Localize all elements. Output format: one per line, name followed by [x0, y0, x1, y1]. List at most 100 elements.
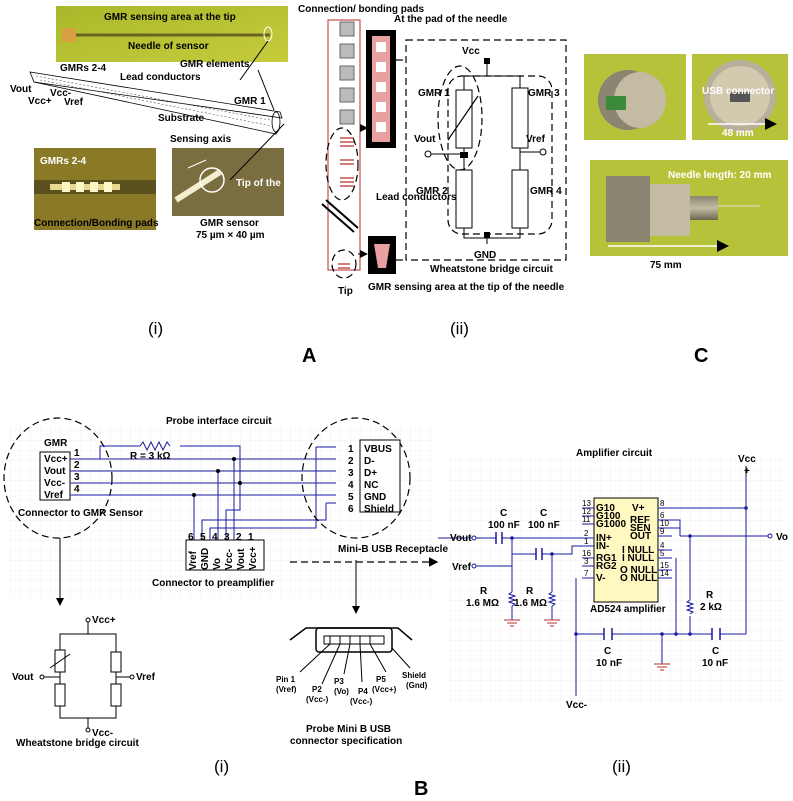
- chip-rnum-1: 6: [660, 511, 665, 520]
- preamp-pin-vccminus: Vcc-: [224, 549, 235, 570]
- amp-vref: Vref: [452, 562, 472, 573]
- gmr4-resistor: [511, 169, 529, 229]
- usb-pin-vbus: VBUS: [364, 444, 392, 455]
- usb-spec-sig4: (Vcc-): [350, 697, 373, 706]
- gmr-pin-1: Vcc+: [44, 454, 68, 465]
- chip-lnum-2: 11: [582, 515, 591, 524]
- preamp-num-5: 5: [200, 532, 206, 543]
- usb-spec-sig3: (Vo): [334, 687, 349, 696]
- small-bridge-vccminus: Vcc-: [92, 728, 113, 739]
- usb-spec: Pin 1 (Vref) P2 (Vcc-) P3 (Vo) P4 (Vcc-)…: [276, 627, 428, 747]
- sensing-area-label: GMR sensing area at the tip of the needl…: [368, 282, 565, 293]
- amp-vo: Vo: [776, 532, 788, 543]
- preamp-pin-vo: Vo: [212, 558, 223, 570]
- chip-rnum-0: 8: [660, 499, 665, 508]
- small-bridge-vccplus: Vcc+: [92, 615, 116, 626]
- chip-lnum-7: 7: [584, 569, 589, 578]
- usb-num-2: 2: [348, 456, 354, 467]
- preamp-pin-gnd: GND: [200, 548, 211, 570]
- small-bridge: Vcc+ Vout Vref Vcc- Wheatstone bridge ci…: [12, 615, 156, 749]
- chip-pin-inull2: I NULL: [622, 553, 654, 564]
- r3-value: 2 kΩ: [700, 602, 722, 613]
- at-pad-label: At the pad of the needle: [394, 14, 508, 25]
- usb-receptacle-caption: Mini-B USB Receptacle: [338, 544, 448, 555]
- needle-length-label: Needle length: 20 mm: [668, 170, 771, 181]
- preamp-num-1: 1: [248, 532, 254, 543]
- chip-label: AD524 amplifier: [590, 604, 666, 615]
- gmr-sensor-caption: GMR sensor: [200, 218, 259, 229]
- photo-caption: GMR sensing area at the tip: [104, 12, 236, 23]
- vcc-minus-label: Vcc-: [50, 88, 71, 99]
- usb-pin-nc: NC: [364, 480, 378, 491]
- small-bridge-vref: Vref: [136, 672, 156, 683]
- c1-value: 100 nF: [488, 520, 520, 531]
- photo-pads-label: Connection/Bonding pads: [34, 218, 159, 229]
- gmr2-bridge-label: GMR 2: [416, 186, 448, 197]
- gmrs-2-4-label: GMRs 2-4: [60, 63, 107, 74]
- usb-spec-pin2: P2: [312, 685, 322, 694]
- preamp-num-3: 3: [224, 532, 230, 543]
- chip-lnum-3: 2: [584, 529, 589, 538]
- usb-spec-sig5: (Vcc+): [372, 685, 397, 694]
- panel-b-i: Probe interface circuit GMR Vcc+ Vout Vc…: [3, 416, 448, 776]
- gmr4-bridge-label: GMR 4: [530, 186, 562, 197]
- gmr1-resistor: [455, 89, 473, 149]
- photo-gmrs-label: GMRs 2-4: [40, 156, 87, 167]
- chip-pin-inull1: I NULL: [622, 545, 654, 556]
- preamp-pin-vout: Vout: [236, 548, 247, 570]
- ad524-chip: [593, 497, 659, 603]
- usb-num-1: 1: [348, 444, 354, 455]
- small-bridge-vout: Vout: [12, 672, 34, 683]
- bridge-caption: Wheatstone bridge circuit: [430, 264, 553, 275]
- chip-pin-g100: G100: [596, 511, 621, 522]
- preamp-caption: Connector to preamplifier: [152, 578, 274, 589]
- usb-num-4: 4: [348, 480, 354, 491]
- sub-label-b-i: (i): [214, 757, 229, 776]
- r1-label: R: [480, 586, 488, 597]
- amp-vout: Vout: [450, 533, 472, 544]
- gmr-pin-3: Vcc-: [44, 478, 65, 489]
- wire-num-4: 4: [74, 484, 80, 495]
- panel-letter-b: B: [414, 778, 428, 800]
- chip-lnum-6: 3: [584, 557, 589, 566]
- sub-label-a-i: (i): [148, 319, 163, 338]
- chip-pin-vplus: V+: [632, 503, 645, 514]
- gmr-elements-label: GMR elements: [180, 59, 250, 70]
- chip-pin-rg1: RG1: [596, 553, 617, 564]
- panel-a-i: GMR sensing area at the tip Needle of se…: [10, 6, 316, 338]
- needle-label: Needle of sensor: [128, 41, 209, 52]
- amp-vcc: Vcc: [738, 454, 756, 465]
- vout-bridge-label: Vout: [414, 134, 436, 145]
- usb-num-5: 5: [348, 492, 354, 503]
- preamp-pin-vref: Vref: [188, 550, 199, 570]
- vref-label: Vref: [64, 97, 84, 108]
- usb-spec-pin5: P5: [376, 675, 386, 684]
- preamp-num-4: 4: [212, 532, 218, 543]
- panel-letter-a: A: [302, 345, 316, 367]
- preamp-connector: [185, 539, 265, 571]
- sensing-axis-label: Sensing axis: [170, 134, 232, 145]
- usb-pin-dminus: D-: [364, 456, 375, 467]
- usb-pin-gnd: GND: [364, 492, 386, 503]
- chip-pin-onull1: O NULL: [620, 565, 657, 576]
- chip-rnum-5: 5: [660, 549, 665, 558]
- tip-layout-label: Tip: [338, 286, 353, 297]
- panel-c: USB connector 48 mm Needle length: 20 mm…: [584, 54, 788, 271]
- chip-lnum-4: 1: [584, 537, 589, 546]
- c3-value: 10 nF: [596, 658, 622, 669]
- c4-label: C: [712, 646, 719, 657]
- usb-num-3: 3: [348, 468, 354, 479]
- panel-a-ii: Connection/ bonding pads At the pad of t…: [298, 4, 567, 338]
- c1-label: C: [500, 508, 507, 519]
- wire-num-1: 1: [74, 448, 80, 459]
- vcc-plus-sign: +: [744, 466, 750, 477]
- gmr-connector-outline: [3, 417, 113, 539]
- usb-receptacle-outline: [301, 417, 411, 539]
- lead-conductors-label: Lead conductors: [120, 72, 201, 83]
- tip-photo: [172, 148, 284, 216]
- chip-pin-g1000: G1000: [596, 519, 626, 530]
- usb-spec-pin1: Pin 1: [276, 675, 296, 684]
- chip-pin-ref: REF: [630, 515, 650, 526]
- chip-lnum-0: 13: [582, 499, 591, 508]
- usb-spec-caption1: Probe Mini B USB: [306, 724, 391, 735]
